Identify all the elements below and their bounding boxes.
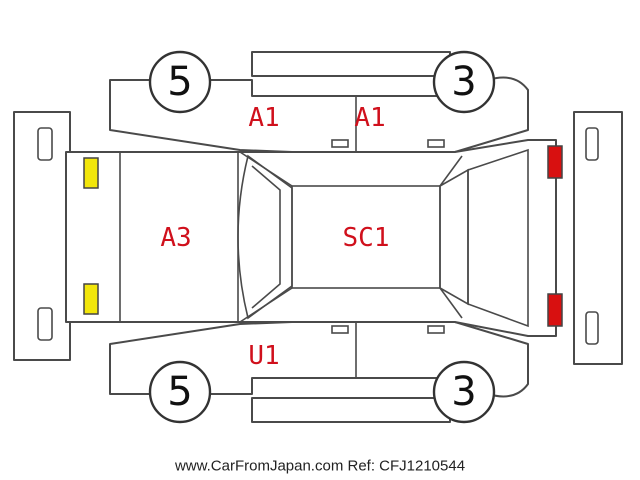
rear-bumper — [573, 111, 623, 365]
rear-left-taillamp — [547, 145, 563, 179]
damage-mark-left-front-door: A1 — [248, 103, 279, 133]
rear-right-taillamp — [547, 293, 563, 327]
tire-tread-rear-right: 3 — [451, 369, 476, 415]
damage-mark-right-front-door: U1 — [248, 341, 279, 371]
side-sill-strips — [251, 51, 451, 423]
tire-tread-front-left: 5 — [167, 59, 192, 105]
car-body-top-view — [65, 139, 557, 337]
damage-mark-left-rear-door: A1 — [354, 103, 385, 133]
wheel-front-left: 5 — [148, 50, 212, 114]
footer-reference: www.CarFromJapan.com Ref: CFJ1210544 — [174, 458, 465, 475]
front-left-headlamp — [83, 157, 99, 189]
wheel-rear-right: 3 — [432, 360, 496, 424]
wheel-rear-left: 3 — [432, 50, 496, 114]
trunk-panel — [467, 148, 529, 328]
windshield — [237, 154, 293, 320]
damage-mark-hood: A3 — [160, 223, 191, 253]
damage-mark-roof: SC1 — [343, 223, 390, 253]
tire-tread-front-right: 5 — [167, 369, 192, 415]
front-right-headlamp — [83, 283, 99, 315]
wheel-front-right: 5 — [148, 360, 212, 424]
front-bumper — [13, 111, 71, 361]
tire-tread-rear-left: 3 — [451, 59, 476, 105]
